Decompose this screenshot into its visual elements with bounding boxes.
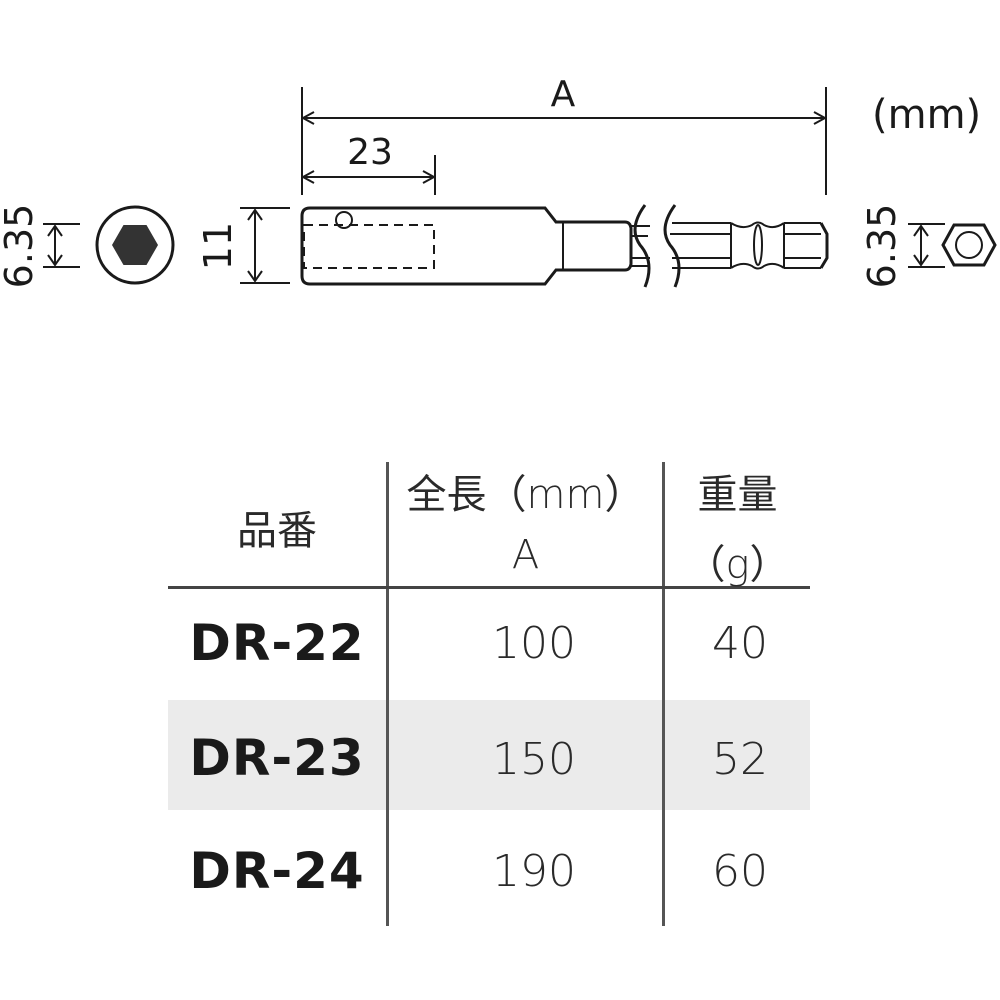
- table-row-length: 150: [492, 734, 576, 785]
- technical-drawing: A 23 (mm) 6.35 11 6.35: [0, 0, 1000, 320]
- dimension-a-label: A: [550, 74, 576, 115]
- table-row-weight: 60: [712, 846, 768, 897]
- hex-end-view-icon: [941, 223, 997, 267]
- drawing-svg: [43, 87, 997, 288]
- header-divider: [168, 586, 810, 589]
- body-diameter-label: 11: [196, 221, 240, 271]
- header-length-a: A: [511, 532, 540, 578]
- column-divider: [662, 462, 665, 926]
- socket-hex-dimension: [43, 223, 80, 268]
- dimension-23-line: [300, 155, 437, 195]
- table-row-stripe: [168, 700, 810, 810]
- table-row-model: DR-23: [189, 729, 365, 787]
- header-weight: 重量: [697, 472, 778, 518]
- socket-end-view-icon: [95, 205, 175, 285]
- table-row-model: DR-22: [189, 614, 365, 672]
- header-model: 品番: [237, 508, 317, 554]
- table-row-model: DR-24: [189, 842, 365, 900]
- table-row-length: 100: [492, 618, 576, 669]
- dimension-23-label: 23: [347, 132, 393, 173]
- break-lines: [633, 204, 681, 288]
- hex-shank: [670, 221, 829, 270]
- table-row-weight: 40: [712, 618, 768, 669]
- socket-hex-size-label: 6.35: [0, 203, 41, 289]
- shank-hex-size-label: 6.35: [860, 203, 904, 289]
- table-row-weight: 52: [712, 734, 768, 785]
- table-row-length: 190: [492, 846, 576, 897]
- header-weight-unit: （g）: [685, 542, 790, 588]
- header-length: 全長（mm）: [406, 472, 645, 518]
- adapter-body: [300, 206, 650, 286]
- column-divider: [386, 462, 389, 926]
- unit-label: (mm): [872, 92, 982, 138]
- shank-hex-dimension: [908, 223, 945, 268]
- body-diameter-dimension: [240, 207, 290, 284]
